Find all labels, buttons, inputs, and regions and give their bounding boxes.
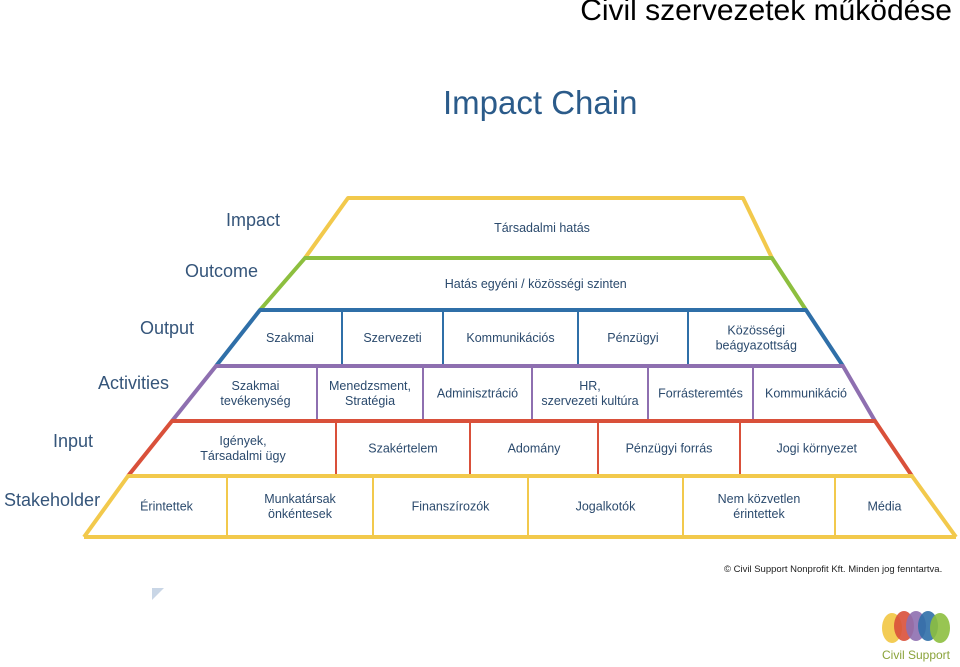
pyramid-cell-text: Hatás egyéni / közösségi szinten [445,277,627,291]
pyramid-cell-text: Társadalmi hatás [494,221,590,235]
row-band [128,421,912,476]
pyramid-cell-text: Média [867,500,901,514]
row-band [260,258,806,310]
row-border [303,196,774,260]
slide-title: Civil szervezetek működése [580,0,952,27]
pyramid-cell-text: Adminisztráció [437,387,518,401]
pyramid-cell-text: Kommunikációs [466,331,554,345]
row-border [258,256,808,312]
pyramid-row-outcome: Hatás egyéni / közösségi szinten [258,256,808,312]
pyramid-cell-text: Menedzsment,Stratégia [329,379,411,408]
corner-decoration [152,588,164,600]
row-border [126,419,914,478]
row-label-impact: Impact [226,210,281,230]
pyramid-cell-text: Adomány [508,442,562,456]
logo-mark-icon [882,611,950,643]
row-border [82,474,958,539]
pyramid-row-impact: Társadalmi hatás [303,196,774,260]
row-label-output: Output [140,318,195,338]
row-label-input: Input [53,431,94,451]
logo-text: Civil Support [881,648,951,662]
row-band [84,476,956,537]
pyramid-row-input: Igények,Társadalmi ügy Szakértelem Adomány… [126,419,914,478]
copyright-notice: © Civil Support Nonprofit Kft. Minden jo… [724,564,943,575]
diagram-title: Impact Chain [443,84,638,121]
row-label-stakeholder: Stakeholder [4,490,101,510]
row-border [170,364,877,423]
pyramid-cell-text: Finanszírozók [412,500,491,514]
pyramid-cell-text: Jogalkotók [576,500,637,514]
row-label-outcome: Outcome [185,261,259,281]
pyramid-cell-text: HR,szervezeti kultúra [541,379,638,408]
row-border [214,308,845,368]
row-band [305,198,772,258]
pyramid-cell-text: Szervezeti [363,331,421,345]
pyramid-cell-text: Pénzügyi [607,331,658,345]
pyramid-cell-text: Igények,Társadalmi ügy [200,434,286,463]
pyramid-cell-text: Jogi környezet [776,442,857,456]
pyramid-row-output: Szakmai Szervezeti Kommunikációs Pénzügyi Kö… [214,308,845,368]
pyramid-cell-text: Kommunikáció [765,387,847,401]
row-band [172,366,875,421]
row-label-activities: Activities [98,373,170,393]
pyramid-cell-text: Szakértelem [368,442,437,456]
row-band [216,310,843,366]
pyramid-cell-text: Érintettek [140,499,194,514]
pyramid-cell-text: Pénzügyi forrás [626,442,713,456]
pyramid-cell-text: Forrásteremtés [658,387,743,401]
civil-support-logo: Civil Support [880,608,952,664]
pyramid-cell-text: Szakmai [266,331,314,345]
